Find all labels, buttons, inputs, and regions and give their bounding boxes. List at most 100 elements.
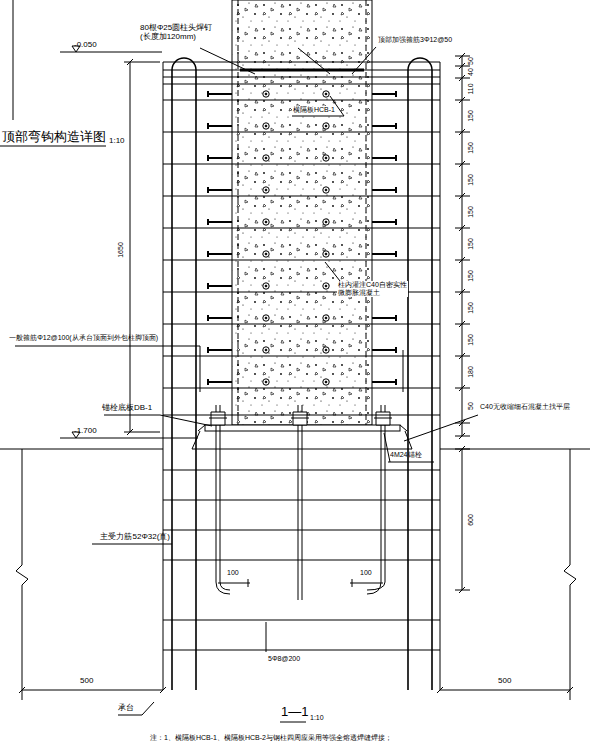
stud-head <box>323 187 329 193</box>
column-inner-line <box>366 0 367 425</box>
dimension-tick <box>455 321 470 327</box>
dimension-label: 150 <box>467 142 475 154</box>
anchor-bolt <box>298 405 302 600</box>
dimension-line <box>124 59 160 435</box>
dimension-label: 150 <box>467 238 475 250</box>
stud-head <box>325 221 327 223</box>
shear-stud <box>208 315 396 321</box>
stud-head <box>323 315 329 321</box>
dimension-label: 1650 <box>117 241 125 259</box>
dimension-tick <box>455 75 470 81</box>
stud-head <box>263 187 269 193</box>
stud-head <box>325 157 327 159</box>
stud-head <box>323 155 329 161</box>
leader-line <box>325 262 340 281</box>
shear-stud <box>208 219 396 225</box>
shear-stud <box>208 251 396 257</box>
stirrup-note: 一般箍筋Φ12@100(从承台顶面到外包柱脚顶面) <box>9 334 158 342</box>
detail-title: 顶部弯钩构造详图 <box>2 130 106 145</box>
dimension-tick <box>455 193 470 199</box>
stud-head <box>325 253 327 255</box>
stud-head <box>263 123 269 129</box>
stud-head <box>325 189 327 191</box>
stud-head <box>325 93 327 95</box>
dimension-label: 110 <box>467 83 475 94</box>
stud-head <box>323 219 329 225</box>
dimension-line <box>218 579 383 587</box>
stud-head <box>263 91 269 97</box>
stirrup <box>163 559 440 560</box>
leader-line <box>15 346 403 392</box>
encasement-outline <box>163 62 440 690</box>
stud-head <box>265 349 267 351</box>
stud-head <box>325 285 327 287</box>
stud-head <box>263 315 269 321</box>
stud-head <box>263 379 269 385</box>
dimension-tick <box>455 420 470 426</box>
dimension-tick <box>455 353 470 359</box>
part-label: 锚栓底板DB-1 <box>102 403 152 412</box>
part-label: 承台 <box>118 703 134 712</box>
title-underline <box>280 722 306 723</box>
leader-line <box>266 622 267 652</box>
dimension-label: 150 <box>467 334 475 346</box>
dimension-label: 100 <box>227 569 239 577</box>
stud-head <box>265 157 267 159</box>
stirrup <box>163 163 440 164</box>
stud-head <box>265 285 267 287</box>
dimension-label: 500 <box>498 676 511 685</box>
material-note: C40无收缩细石混凝土找平层 <box>480 403 570 411</box>
dimension-line <box>455 56 470 590</box>
elevation-label: -0.050 <box>74 40 97 49</box>
stud-head <box>265 125 267 127</box>
stud-head <box>265 381 267 383</box>
stud-head <box>265 93 267 95</box>
stud-head <box>323 379 329 385</box>
stud-head <box>265 189 267 191</box>
dimension-tick <box>459 446 465 593</box>
title-underline <box>0 0 106 146</box>
leader-line <box>404 415 478 441</box>
stud-head <box>323 91 329 97</box>
stirrup <box>163 99 440 100</box>
dimension-label: 180 <box>467 366 475 378</box>
stirrup <box>163 619 440 620</box>
dimension-tick <box>455 97 470 103</box>
dimension-label: 100 <box>360 569 372 577</box>
shear-stud <box>208 123 396 129</box>
shear-stud <box>208 187 396 193</box>
dimension-label: 150 <box>467 110 475 122</box>
shear-stud <box>208 155 396 161</box>
column-inner-line <box>238 0 239 425</box>
rebar-note: 主受力筋52Φ32(直) <box>100 532 170 541</box>
dimension-label: 150 <box>467 206 475 218</box>
leader-line <box>292 96 344 116</box>
dimension-label: 150 <box>467 270 475 282</box>
stud-head <box>263 347 269 353</box>
stud-note: 80根Φ25圆柱头焊钉 (长度加120mm) <box>140 23 212 41</box>
stirrup <box>163 227 440 228</box>
dimension-label: 600 <box>467 514 475 526</box>
stud-head <box>263 283 269 289</box>
part-label: 横隔板HCB-1 <box>292 106 336 114</box>
scale-label: 1:10 <box>310 714 324 722</box>
dimension-tick <box>455 385 470 391</box>
dimension-tick <box>455 433 470 439</box>
break-line <box>16 449 576 700</box>
stud-head <box>263 251 269 257</box>
shear-stud <box>208 379 396 385</box>
stirrup <box>163 414 440 415</box>
stirrup <box>163 83 440 84</box>
stirrup <box>163 355 440 356</box>
dimension-line <box>19 687 573 693</box>
stud-head <box>265 253 267 255</box>
dimension-tick <box>455 289 470 295</box>
dimension-tick <box>455 129 470 135</box>
dimension-label: 150 <box>467 174 475 186</box>
stirrup <box>163 649 440 650</box>
stud-head <box>323 347 329 353</box>
stirrup <box>163 499 440 500</box>
section-title: 1—1 <box>281 705 308 720</box>
stud-head <box>323 251 329 257</box>
stirrup <box>163 323 440 324</box>
